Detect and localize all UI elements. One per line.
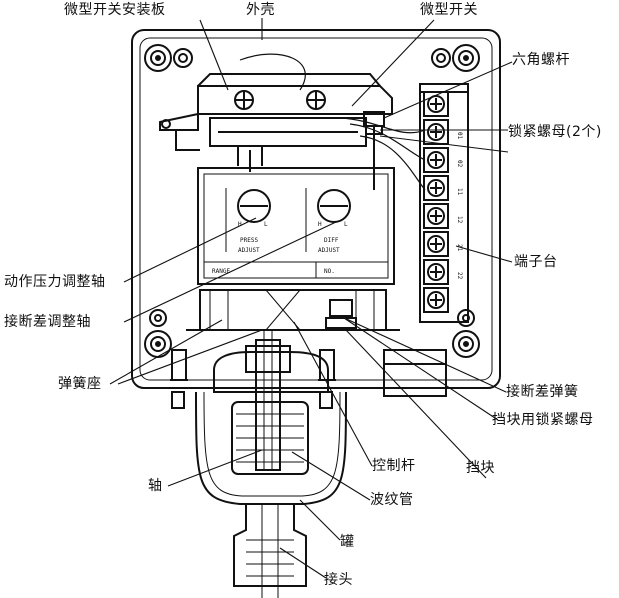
plate-diff: DIFF <box>324 237 339 244</box>
label-hex-screw: 六角螺杆 <box>512 52 570 68</box>
label-diff-spring: 接断差弹簧 <box>506 384 579 400</box>
terminal-screw-housing <box>423 91 449 117</box>
terminal-screw <box>427 123 445 141</box>
terminal-number: 12 <box>456 216 463 224</box>
terminal-screw <box>427 207 445 225</box>
terminal-screw-slot <box>430 210 442 222</box>
adjustment-plate <box>197 167 395 285</box>
lower-bracket <box>383 349 447 397</box>
terminal-number: 02 <box>456 160 463 168</box>
terminal-screw <box>427 291 445 309</box>
plate-h-right: H <box>318 221 322 228</box>
label-spring-seat: 弹簧座 <box>58 376 102 392</box>
terminal-screw <box>427 179 445 197</box>
terminal-number: 22 <box>456 272 463 280</box>
terminal-screw <box>427 151 445 169</box>
can <box>195 351 347 505</box>
pressure-adjust-knob <box>237 189 271 223</box>
terminal-screw-slot <box>430 238 442 250</box>
terminal-screw-housing <box>423 119 449 145</box>
plate-adjust-left: ADJUST <box>238 247 260 254</box>
terminal-number: 21 <box>456 244 463 252</box>
label-diff-adjust-shaft: 接断差调整轴 <box>4 314 91 330</box>
label-terminal-block: 端子台 <box>514 254 558 270</box>
mounting-hole-top-left <box>144 44 193 72</box>
terminal-number: 11 <box>456 188 463 196</box>
terminal-screw-slot <box>430 266 442 278</box>
spring-housing <box>186 289 400 331</box>
terminal-screw <box>427 235 445 253</box>
label-control-rod: 控制杆 <box>372 458 416 474</box>
label-lock-nut: 锁紧螺母(2个) <box>508 124 602 140</box>
terminal-screw-slot <box>430 294 442 306</box>
micro-switch-body <box>209 117 367 172</box>
terminal-screw-slot <box>430 98 442 110</box>
label-micro-switch: 微型开关 <box>420 2 478 18</box>
label-micro-switch-plate: 微型开关安装板 <box>64 2 166 18</box>
housing-inner-outline <box>139 37 493 381</box>
plate-press: PRESS <box>240 237 258 244</box>
terminal-screw-slot <box>430 126 442 138</box>
mounting-hole-bottom-right <box>452 309 480 358</box>
terminal-screw-housing <box>423 259 449 285</box>
mounting-hole-top-right <box>431 44 480 72</box>
spring-seat-bolts <box>170 349 336 409</box>
label-housing: 外壳 <box>246 2 275 18</box>
micro-switch-mount-plate <box>159 73 393 151</box>
terminal-screw-housing <box>423 287 449 313</box>
terminal-screw-slot <box>430 182 442 194</box>
terminal-screw <box>427 263 445 281</box>
diff-adjust-knob <box>317 189 351 223</box>
terminal-block: 01 02 11 12 21 22 <box>419 83 469 323</box>
bellows <box>231 401 309 475</box>
housing-outline <box>131 29 501 389</box>
plate-markings: H L H L PRESS ADJUST DIFF ADJUST RANGE N… <box>212 221 348 275</box>
label-bellows: 波纹管 <box>370 492 414 508</box>
leader-lines <box>109 18 513 579</box>
terminal-screw-housing <box>423 175 449 201</box>
shaft <box>245 330 291 471</box>
terminal-number: 01 <box>456 132 463 140</box>
plate-h-left: H <box>238 221 242 228</box>
terminal-screw <box>427 95 445 113</box>
terminal-screw-housing <box>423 203 449 229</box>
plate-l-right: L <box>344 221 348 228</box>
label-pressure-adjust-shaft: 动作压力调整轴 <box>4 274 106 290</box>
terminal-screw-slot <box>430 154 442 166</box>
connector <box>233 504 307 598</box>
label-shaft: 轴 <box>148 478 163 494</box>
mounting-hole-bottom-left <box>144 309 172 358</box>
plate-l-left: L <box>264 221 268 228</box>
plate-adjust-right: ADJUST <box>318 247 340 254</box>
plate-range: RANGE <box>212 268 230 275</box>
label-stop-block: 挡块 <box>466 460 495 476</box>
terminal-screw-housing <box>423 231 449 257</box>
label-connector: 接头 <box>324 572 353 588</box>
label-can: 罐 <box>340 534 355 550</box>
terminal-screw-housing <box>423 147 449 173</box>
label-stop-lock-nut: 挡块用锁紧螺母 <box>492 412 594 428</box>
plate-no: NO. <box>324 268 335 275</box>
